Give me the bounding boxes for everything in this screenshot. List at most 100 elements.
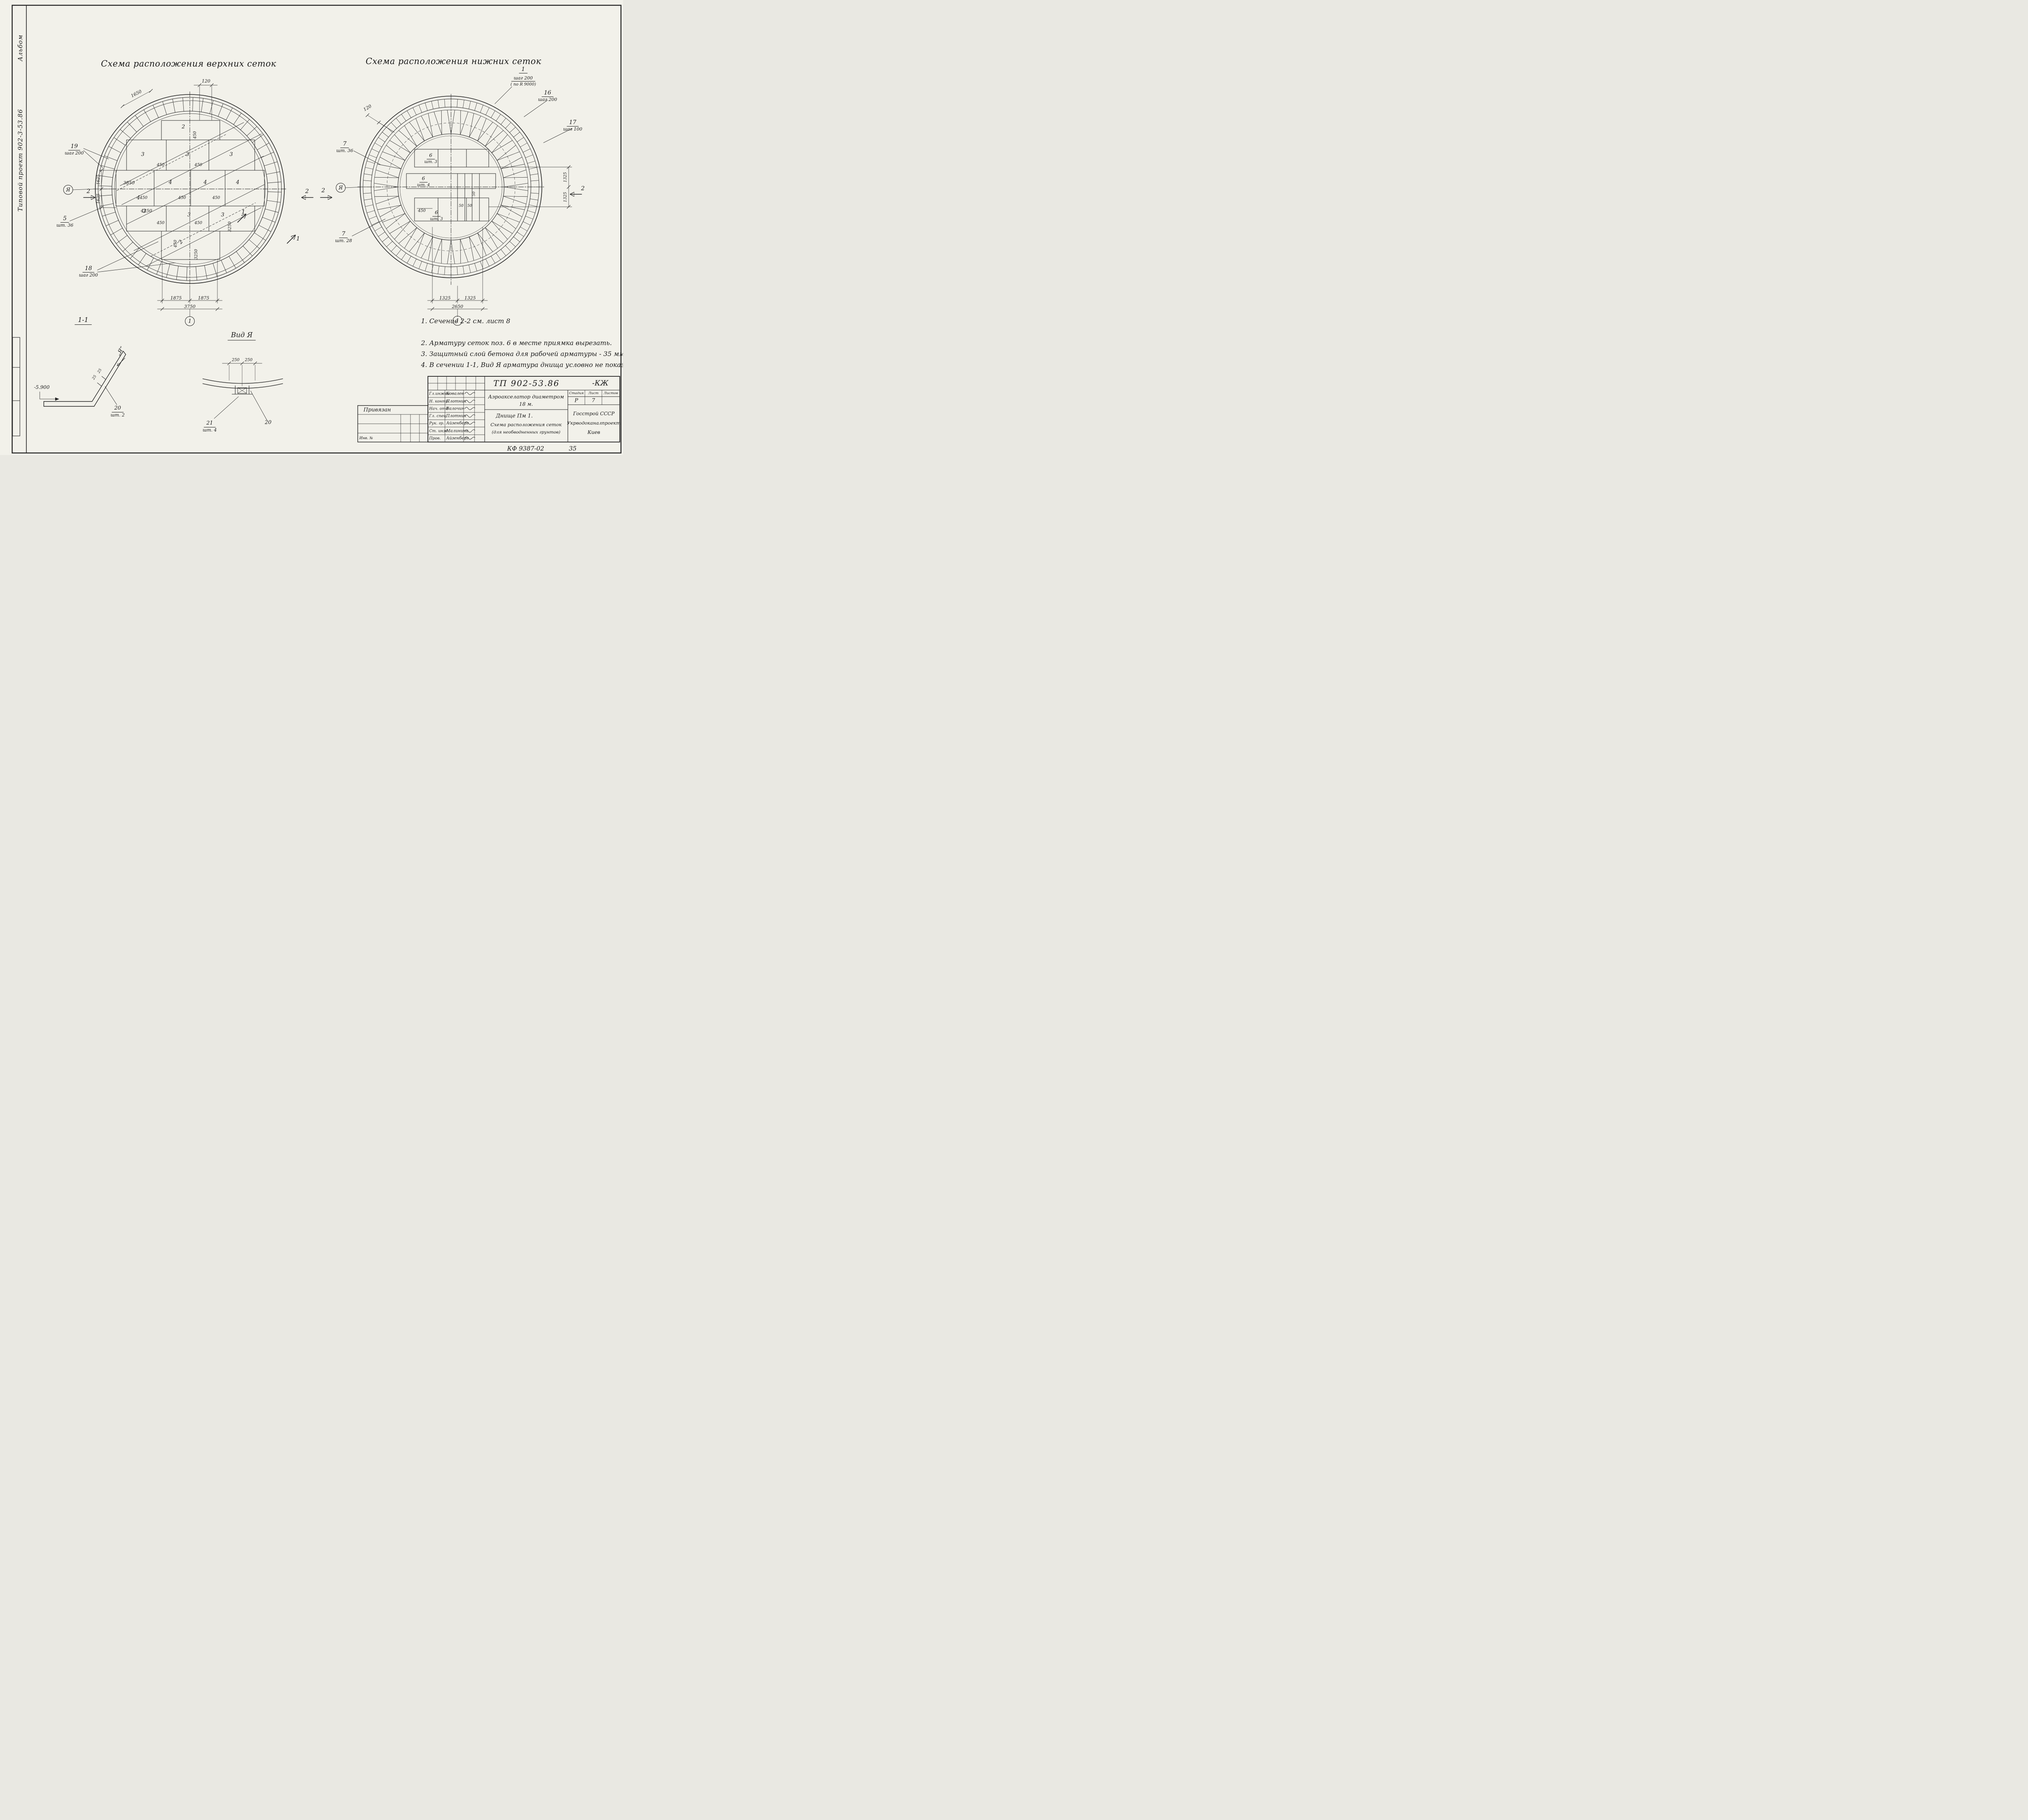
- signature-role: Ст. инж.: [429, 429, 449, 434]
- dim-450: 450: [194, 221, 202, 225]
- stage-value: Р: [574, 397, 578, 404]
- signature-name: Плотник: [446, 414, 466, 419]
- dim-3250: 3250: [194, 249, 199, 260]
- dim-1325: 1325: [439, 295, 451, 301]
- callout-pos-18: 18 шаг 200: [79, 264, 98, 278]
- callout-pos-5: 5 шт. 36: [56, 214, 73, 228]
- cell-label-3: 3: [187, 212, 191, 218]
- cell-label-3: 3: [221, 212, 225, 218]
- object-title-line2: 18 м.: [519, 401, 533, 407]
- callout-pos: 6: [432, 210, 440, 217]
- callout-note: шаг 200: [79, 273, 98, 278]
- callout-note: шт. 4: [417, 182, 430, 187]
- dim-450: 450: [173, 240, 178, 248]
- cell-label-3: 3: [141, 151, 145, 158]
- axis-marker-1: 1: [453, 316, 462, 326]
- drawing-linework: [11, 4, 622, 454]
- dim-1325: 1325: [563, 192, 568, 202]
- callout-note: шт. 36: [336, 148, 353, 154]
- sheet-number: 7: [591, 397, 595, 404]
- note-line-4: 4. В сечении 1-1, Вид Я арматура днища у…: [421, 361, 623, 369]
- dim-450: 450: [140, 195, 148, 200]
- lower-section-marks: [320, 194, 582, 197]
- callout-pos: 16: [541, 89, 554, 97]
- callout-note: шаг 200: [511, 75, 535, 82]
- cell-label-2: 2: [181, 124, 185, 130]
- callout-pos-6c: 6 шт. 3: [430, 208, 443, 222]
- dim-1325: 1325: [464, 295, 476, 301]
- note-line-2: 2. Арматуру сеток поз. 6 в месте приямка…: [421, 339, 612, 347]
- dim-450: 450: [157, 163, 165, 167]
- callout-pos: 19: [68, 143, 80, 151]
- callout-pos: 7: [340, 140, 349, 148]
- section-mark-2: 2: [581, 185, 585, 192]
- axis-marker-ya: Я: [336, 183, 346, 193]
- sheet-frame: [11, 4, 622, 454]
- dim-450: 450: [194, 163, 202, 167]
- margin-project-label: Типовой проект 902-3-53.86: [17, 109, 24, 212]
- document-code-suffix: -КЖ: [592, 379, 609, 388]
- callout-pos-19: 19 шаг 200: [64, 142, 84, 156]
- dim-3850: 3850: [123, 180, 135, 186]
- dim-1325: 1325: [563, 172, 568, 182]
- cell-label-3: 3: [185, 151, 189, 158]
- footer-page-number: 35: [569, 445, 577, 452]
- dim-3250: 3250: [228, 221, 232, 232]
- callout-note2: ( по R 9000): [510, 82, 536, 87]
- signature-name: Айзенберг: [446, 421, 469, 426]
- sheet-title-line1: Днище Пм 1.: [496, 413, 533, 419]
- lower-diagram-title: Схема расположения нижних сеток: [365, 56, 541, 66]
- signature-role: Гл.инжен: [429, 391, 450, 396]
- section-mark-1: 1: [241, 209, 245, 215]
- dim-450: 450: [178, 195, 186, 200]
- object-title-line1: Аэроакселатор диаметром: [488, 393, 564, 400]
- dim-50: 50: [467, 204, 472, 208]
- signature-role: Н. контр: [429, 399, 449, 404]
- callout-pos-20: 20 шт. 2: [111, 403, 125, 418]
- upper-mesh-diagonals: [116, 122, 265, 266]
- callout-pos: 20: [112, 405, 124, 412]
- callout-pos: 17: [567, 119, 579, 127]
- section-mark-2: 2: [305, 188, 309, 195]
- axis-marker-1: 1: [185, 316, 195, 326]
- callout-pos-6b: 6 шт. 4: [417, 174, 430, 188]
- sheet-title-line2: Схема расположения сеток: [490, 422, 562, 427]
- lower-radial-wedges: [374, 109, 528, 264]
- dim-1625: 1625: [96, 174, 101, 185]
- cell-label-4: 4: [168, 179, 172, 186]
- upper-dimension-lines: [99, 85, 223, 317]
- signature-role: Рук. гр.: [429, 421, 445, 426]
- margin-album-label: Альбом: [17, 34, 24, 61]
- cell-label-4: 4: [136, 195, 140, 201]
- dim-1625: 1625: [96, 193, 101, 204]
- callout-pos: 5: [60, 215, 69, 223]
- callout-pos-6a: 6 шт. 3: [424, 151, 437, 165]
- org-line3: Киев: [587, 429, 600, 435]
- upper-diagram-title: Схема расположения верхних сеток: [101, 59, 277, 69]
- callout-note: шт. 3: [424, 159, 437, 164]
- dim-4250: 4250: [141, 208, 152, 214]
- callout-note: шаг 100: [563, 127, 582, 132]
- callout-pos-7-bottom: 7 шт. 28: [335, 230, 352, 244]
- left-stamp-boxes: [12, 337, 20, 436]
- note-line-1: 1. Сечение 2-2 см. лист 8: [421, 317, 511, 325]
- upper-centerlines: [93, 91, 288, 287]
- dim-2650: 2650: [452, 304, 463, 309]
- callout-pos-21: 21 шт. 4: [203, 419, 217, 433]
- signature-name: Малинина: [446, 429, 468, 434]
- callout-pos: 18: [82, 265, 95, 273]
- dim-1875: 1875: [198, 295, 209, 301]
- callout-note: шт. 36: [56, 223, 73, 228]
- signature-name: Плотник: [446, 399, 466, 404]
- cell-label-3: 3: [142, 208, 146, 215]
- dim-1875: 1875: [170, 295, 182, 301]
- lower-leader-lines: [345, 86, 572, 236]
- elevation-label: -5.900: [34, 384, 50, 390]
- footer-document-code: КФ 9387-02: [507, 445, 544, 452]
- signature-name: Валочин: [446, 406, 464, 411]
- signature-role: Нач. отд: [429, 406, 448, 411]
- view-ya-detail: [202, 363, 283, 421]
- signature-role: Гл. спец: [429, 414, 447, 419]
- callout-pos-20: 20: [264, 419, 272, 426]
- callout-pos-17: 17 шаг 100: [563, 118, 582, 132]
